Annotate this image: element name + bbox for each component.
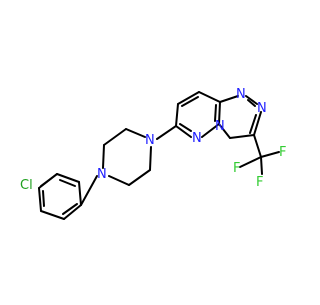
bond bbox=[42, 190, 45, 207]
bond bbox=[125, 128, 146, 138]
bond bbox=[78, 181, 82, 206]
bond bbox=[59, 179, 76, 187]
nitrogen-atom-label: N bbox=[145, 133, 155, 148]
bond bbox=[239, 156, 262, 168]
bond bbox=[62, 203, 78, 215]
bond bbox=[156, 125, 177, 140]
bond bbox=[103, 128, 127, 146]
bond bbox=[249, 114, 257, 134]
bond bbox=[175, 125, 192, 138]
bond bbox=[38, 187, 42, 212]
bond bbox=[214, 104, 217, 122]
bond bbox=[108, 175, 130, 186]
bond bbox=[40, 210, 65, 220]
bond bbox=[201, 123, 220, 138]
bond bbox=[219, 95, 239, 103]
bond bbox=[218, 101, 221, 125]
bond bbox=[253, 111, 262, 136]
bond bbox=[149, 146, 152, 171]
molecule-structure-drawing: Cl N N N N N N F F F bbox=[20, 87, 286, 220]
bond-lines bbox=[38, 91, 280, 220]
nitrogen-atom-label: N bbox=[215, 119, 225, 134]
fluorine-atom-label: F bbox=[279, 145, 286, 160]
chlorine-atom-label: Cl bbox=[20, 178, 33, 193]
bond bbox=[177, 91, 200, 105]
bond bbox=[253, 134, 262, 158]
nitrogen-atom-label: N bbox=[257, 101, 267, 116]
bond bbox=[198, 91, 221, 103]
bond bbox=[179, 123, 192, 132]
bond bbox=[181, 96, 199, 107]
bond bbox=[80, 175, 98, 206]
molecule-canvas: Cl N N N N N N F F F bbox=[20, 87, 287, 220]
fluorine-atom-label: F bbox=[256, 175, 263, 190]
bond bbox=[260, 156, 263, 175]
bond bbox=[245, 95, 258, 105]
nitrogen-atom-label: N bbox=[236, 87, 246, 102]
bond bbox=[128, 169, 151, 186]
bond bbox=[63, 204, 82, 220]
bond bbox=[175, 103, 179, 127]
nitrogen-atom-label: N bbox=[97, 167, 107, 182]
nitrogen-atom-label: N bbox=[192, 131, 202, 146]
bond bbox=[102, 144, 105, 169]
bond bbox=[260, 151, 280, 158]
bond bbox=[38, 173, 58, 189]
bond bbox=[56, 173, 80, 183]
fluorine-atom-label: F bbox=[233, 161, 240, 176]
bond bbox=[247, 99, 256, 107]
bond bbox=[229, 134, 255, 139]
bond bbox=[218, 123, 231, 139]
